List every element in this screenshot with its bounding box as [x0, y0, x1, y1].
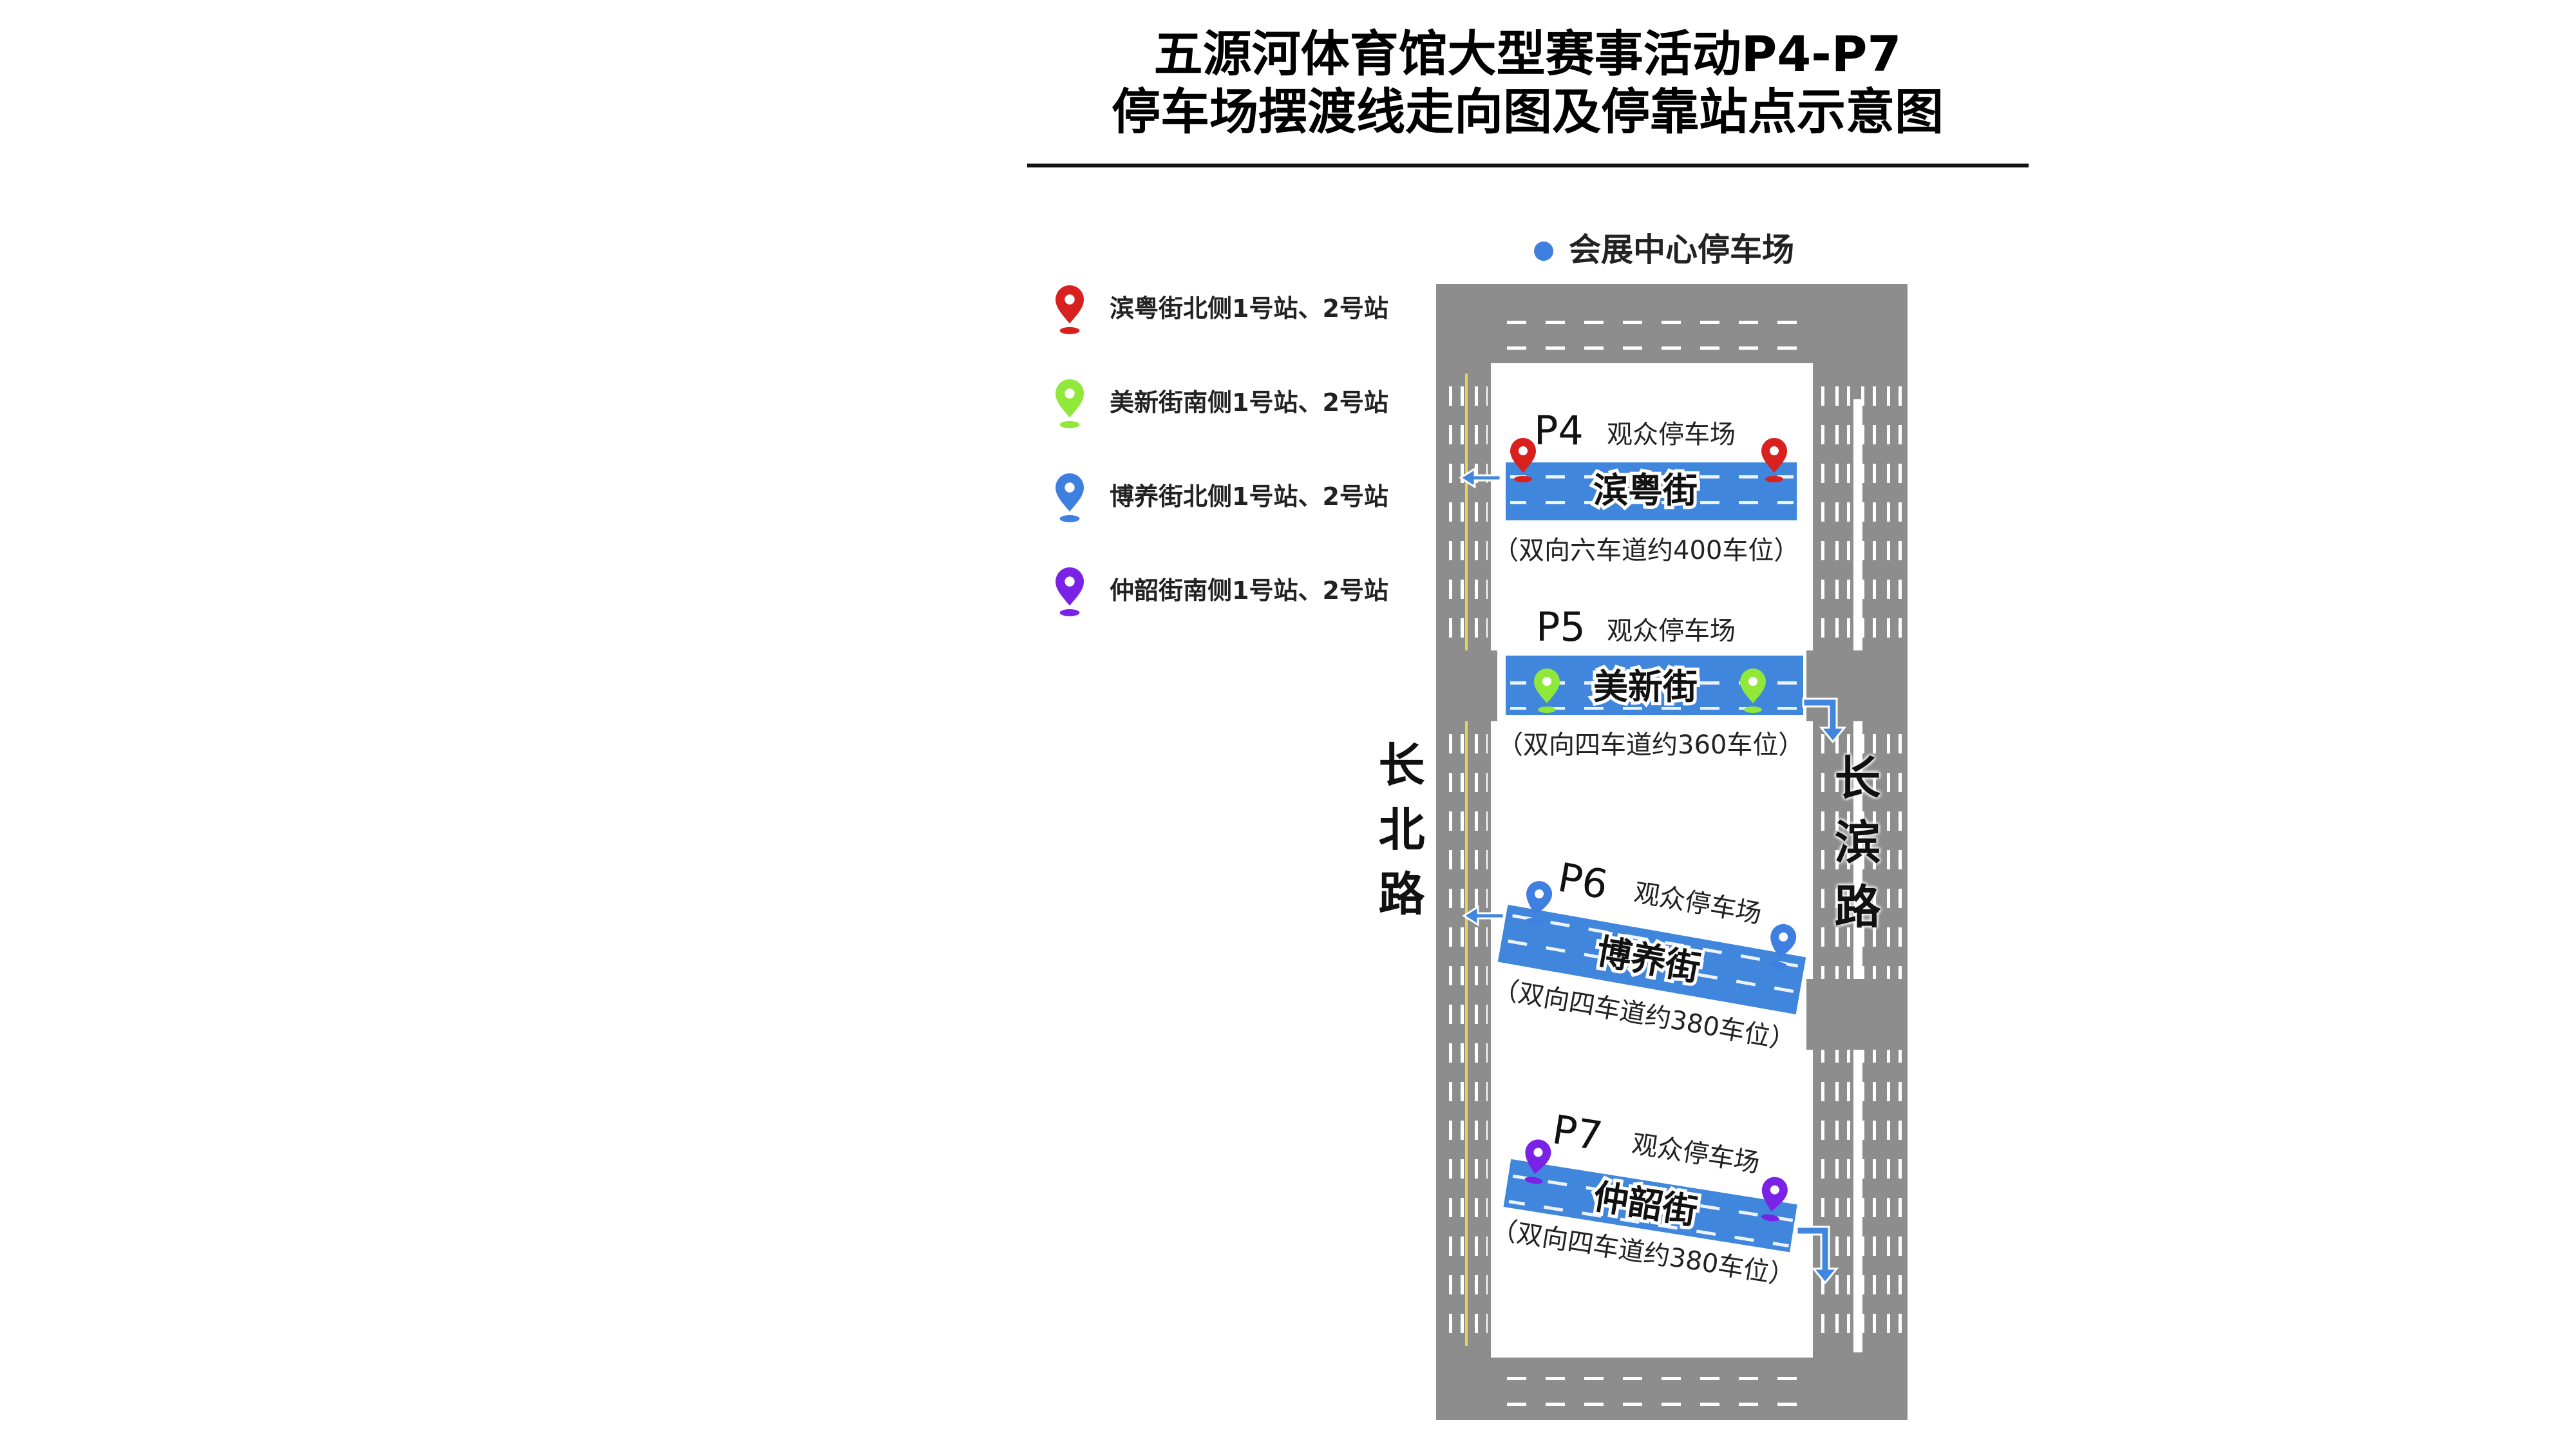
lot-id: P6: [1555, 853, 1611, 908]
map-pin-icon: [1056, 567, 1084, 616]
route-arrow-down-icon: [1795, 1226, 1839, 1285]
lot-id: P5: [1536, 603, 1586, 650]
legend-item-label: 美新街南侧1号站、2号站: [1110, 388, 1388, 417]
legend: 滨粤街北侧1号站、2号站 美新街南侧1号站、2号站 博养街北侧1号站、2号站 仲…: [1056, 285, 1388, 616]
road-name-left: 长北路: [1370, 741, 1425, 934]
route-arrow-left-icon: [1462, 905, 1505, 927]
lot-p7: P7 观众停车场 仲韶街 （双向四车道约380车位）: [1489, 1106, 1797, 1292]
legend-item-label: 仲韶街南侧1号站、2号站: [1110, 576, 1388, 605]
lot-p4: P4 观众停车场 滨粤街 （双向六车道约400车位）: [1459, 407, 1799, 565]
title-line-2: 停车场摆渡线走向图及停靠站点示意图: [1112, 83, 1944, 140]
street-name: 滨粤街: [1593, 470, 1698, 511]
lot-type: 观众停车场: [1630, 1129, 1762, 1179]
lot-p5: P5 观众停车场 美新街 （双向四车道约360车位）: [1497, 603, 1847, 760]
map-pin-icon: [1056, 473, 1084, 522]
street-name: 美新街: [1593, 667, 1698, 707]
street-name: 仲韶街: [1591, 1176, 1700, 1233]
destination-label: 会展中心停车场: [1569, 231, 1794, 269]
lot-id: P4: [1534, 407, 1584, 454]
title-divider: [1027, 164, 2029, 167]
route-arrow-down-icon: [1802, 697, 1847, 744]
lot-type: 观众停车场: [1607, 420, 1736, 450]
lot-type: 观众停车场: [1607, 616, 1736, 646]
legend-item-label: 滨粤街北侧1号站、2号站: [1110, 294, 1388, 323]
destination-dot-icon: [1534, 242, 1553, 261]
route-arrow-left-icon: [1459, 467, 1502, 489]
lot-p6: P6 观众停车场 博养街 （双向四车道约380车位）: [1490, 853, 1806, 1056]
lot-type: 观众停车场: [1632, 878, 1764, 929]
legend-item-label: 博养街北侧1号站、2号站: [1110, 482, 1388, 511]
lot-id: P7: [1549, 1106, 1605, 1160]
title-line-1: 五源河体育馆大型赛事活动P4-P7: [1154, 25, 1902, 82]
map-pin-icon: [1056, 285, 1084, 334]
lot-note: （双向四车道约360车位）: [1497, 730, 1804, 760]
map-pin-icon: [1056, 379, 1084, 428]
lot-note: （双向六车道约400车位）: [1493, 536, 1799, 565]
road-name-right: 长滨路: [1826, 753, 1880, 947]
